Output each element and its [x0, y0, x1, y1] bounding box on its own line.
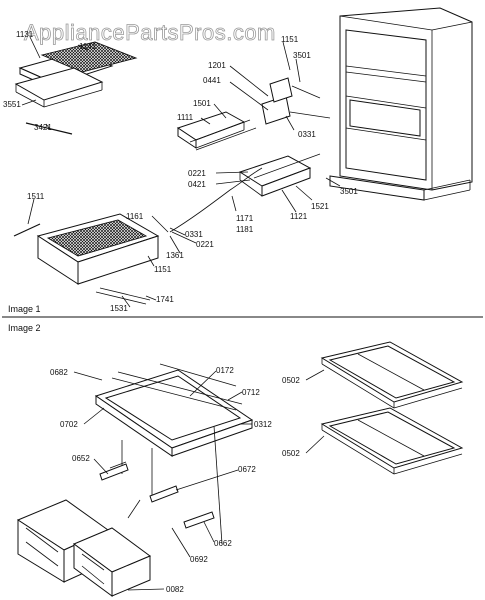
part-label-0331: 0331: [185, 230, 203, 239]
part-label-1131: 1131: [16, 30, 34, 39]
part-label-0441: 0441: [203, 76, 221, 85]
part-label-0692: 0692: [190, 555, 208, 564]
cover-brackets: [99, 461, 215, 529]
crisper-drawers-pair: [16, 499, 152, 597]
part-label-3501-top: 3501: [293, 51, 311, 60]
crisper-drawer: [13, 213, 160, 305]
part-label-0331-top: 0331: [298, 130, 316, 139]
part-label-0172: 0172: [216, 366, 234, 375]
part-label-1161: 1161: [126, 212, 144, 221]
part-label-1141: 1141: [79, 42, 97, 51]
refrigerator-cabinet: [329, 7, 473, 201]
part-label-1171: 1171: [236, 214, 254, 223]
part-label-1201: 1201: [208, 61, 226, 70]
leader-lines: [21, 36, 341, 591]
part-label-0312: 0312: [254, 420, 272, 429]
shelf-support-rail-left: [176, 111, 257, 151]
part-labels: 1131 1141 3551 3421 1151 3501 1201 0441 …: [3, 30, 358, 594]
part-label-1531: 1531: [110, 304, 128, 313]
part-label-1151-top: 1151: [281, 35, 299, 44]
glass-shelf-upper: [320, 341, 464, 409]
section-label-image-1: Image 1: [8, 304, 41, 314]
watermark: AppliancePartsPros.com: [24, 20, 276, 45]
part-label-0502-lower: 0502: [282, 449, 300, 458]
part-label-1511: 1511: [27, 192, 45, 201]
part-label-0221-top: 0221: [188, 169, 206, 178]
part-label-1361: 1361: [166, 251, 184, 260]
shelf-support-rail-right: [238, 153, 321, 197]
part-label-0712: 0712: [242, 388, 260, 397]
crisper-cover-tray: [94, 363, 254, 545]
part-label-0502-upper: 0502: [282, 376, 300, 385]
part-label-3551: 3551: [3, 100, 21, 109]
part-label-0662: 0662: [214, 539, 232, 548]
part-label-1741: 1741: [156, 295, 174, 304]
part-label-3501: 3501: [340, 187, 358, 196]
part-label-1121: 1121: [290, 212, 308, 221]
part-label-1521: 1521: [311, 202, 329, 211]
part-label-1501: 1501: [193, 99, 211, 108]
part-label-0082: 0082: [166, 585, 184, 594]
part-label-0672: 0672: [238, 465, 256, 474]
part-label-0652: 0652: [72, 454, 90, 463]
glass-shelf-lower: [320, 407, 464, 475]
crisper-cover-assembly-top: [14, 41, 138, 135]
wire-harness: [169, 167, 263, 233]
part-label-1151: 1151: [154, 265, 172, 274]
part-label-1181: 1181: [236, 225, 254, 234]
control-bracket: [261, 77, 331, 125]
part-label-1111: 1111: [177, 113, 194, 122]
section-label-image-2: Image 2: [8, 323, 41, 333]
part-label-0682: 0682: [50, 368, 68, 377]
part-label-3421: 3421: [34, 123, 52, 132]
part-label-0702: 0702: [60, 420, 78, 429]
part-label-0221: 0221: [196, 240, 214, 249]
part-label-0421: 0421: [188, 180, 206, 189]
